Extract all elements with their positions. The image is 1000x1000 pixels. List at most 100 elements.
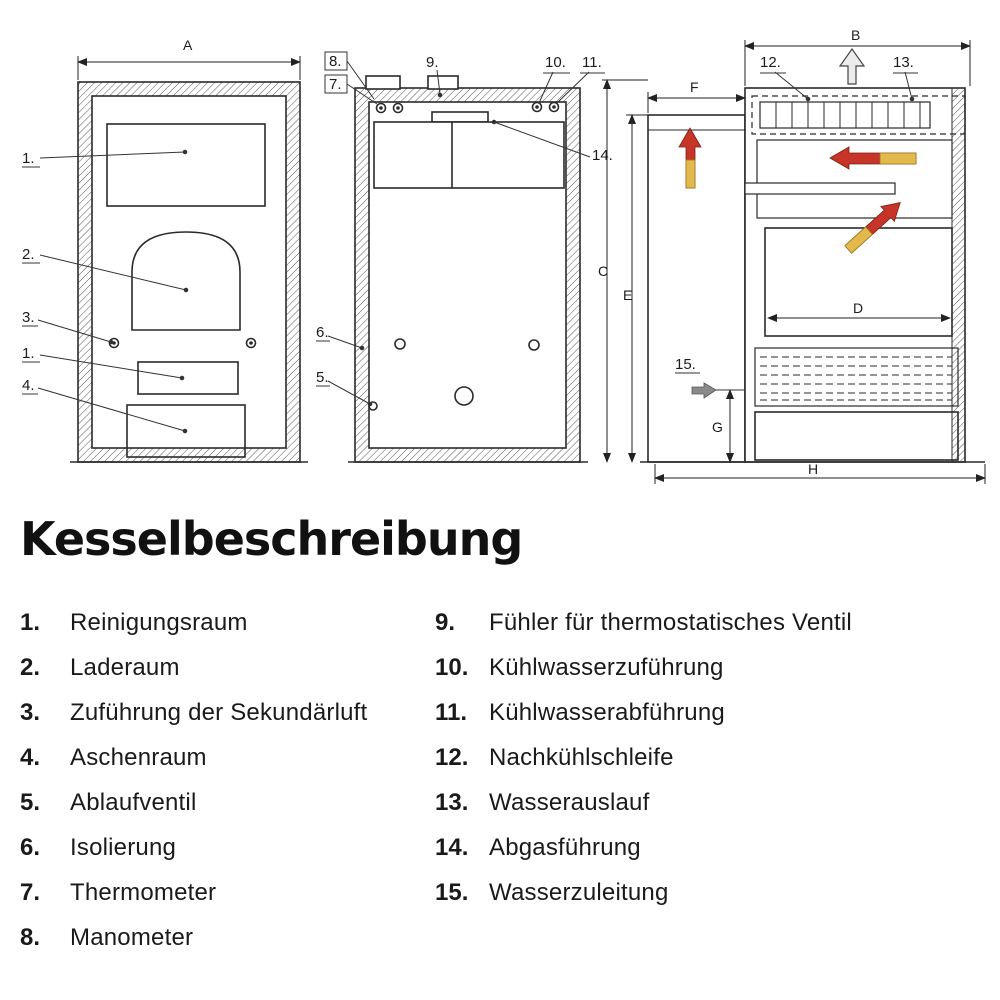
cooling-coil-frame [751,95,966,135]
legend-num: 2. [20,653,41,681]
dim-label-h: H [808,461,818,477]
legend-label: Reinigungsraum [70,608,248,636]
callout-5: 5. [316,369,329,386]
legend-num: 3. [20,698,41,726]
legend-item-14: 14. Abgasführung [435,825,1000,870]
front-inner-cavity [91,95,287,449]
cleaning-door [106,123,266,207]
legend-item-6: 6. Isolierung [20,825,435,870]
side-callout-leaders [316,51,605,407]
legend-item-9: 9. Fühler für thermostatisches Ventil [435,600,1000,645]
legend-label: Fühler für thermostatisches Ventil [489,608,852,636]
callout-10: 10. [545,54,566,71]
legend-num: 1. [20,608,41,636]
legend-item-1: 1. Reinigungsraum [20,600,435,645]
legend-num: 5. [20,788,41,816]
water-inlet-arrow [691,382,717,399]
combustion-chamber [764,227,953,337]
dim-label-b: B [851,27,860,43]
side-port-right [528,339,540,351]
legend-label: Kühlwasserzuführung [489,653,724,681]
secondary-air-screw-right [245,337,257,349]
dimension-a [77,56,301,80]
callout-8: 8. [329,53,342,70]
callout-11: 11. [582,54,602,71]
dimension-f [647,92,746,113]
callout-7: 7. [329,76,342,93]
legend-label: Isolierung [70,833,177,861]
legend-column-left: 1. Reinigungsraum 2. Laderaum 3. Zuführu… [0,600,435,960]
dim-label-e: E [623,287,632,303]
legend-num: 7. [20,878,41,906]
loading-door-arch [131,231,241,331]
callout-15: 15. [675,356,696,373]
dimension-e [626,114,648,463]
dimension-b [744,40,971,86]
legend-label: Ablaufventil [70,788,197,816]
callout-12: 12. [760,54,781,71]
legend-num: 6. [20,833,41,861]
baffle-plate [744,182,896,195]
flue-arrow-left-tail [879,152,917,165]
legend-item-2: 2. Laderaum [20,645,435,690]
technical-drawing: A 1. 2. 3. 1. 4. [22,27,986,484]
legend-label: Nachkühlschleife [489,743,674,771]
legend-item-7: 7. Thermometer [20,870,435,915]
legend-item-4: 4. Aschenraum [20,735,435,780]
upper-flue-chamber [756,139,953,219]
flame-arrow-diagonal-tail [844,226,873,254]
legend-num: 12. [435,743,469,771]
legend-num: 14. [435,833,469,861]
legend-label: Wasserauslauf [489,788,650,816]
dimension-h [654,464,986,484]
dim-label-c: C [598,263,608,279]
dim-label-g: G [712,419,723,435]
flue-connector [431,111,489,123]
legend-label: Kühlwasserabführung [489,698,725,726]
section-callout-leaders [675,71,918,391]
legend-item-8: 8. Manometer [20,915,435,960]
flame-arrow-up-tail [685,159,696,189]
callout-14: 14. [592,147,613,164]
chimney-out-arrow [838,47,866,85]
side-port-left [394,338,406,350]
legend-label: Wasserzuleitung [489,878,669,906]
callout-13: 13. [893,54,914,71]
legend-label: Zuführung der Sekundärluft [70,698,368,726]
ash-pan [754,411,959,461]
callout-4: 4. [22,377,35,394]
side-port-center [454,386,474,406]
legend: 1. Reinigungsraum 2. Laderaum 3. Zuführu… [0,600,1000,960]
legend-label: Abgasführung [489,833,641,861]
legend-item-12: 12. Nachkühlschleife [435,735,1000,780]
dimension-c [602,79,648,463]
front-callout-leaders [22,149,189,434]
side-view [348,75,588,463]
legend-label: Thermometer [70,878,217,906]
callout-3: 3. [22,309,35,326]
section-view [640,87,985,463]
legend-num: 11. [435,698,468,726]
legend-num: 8. [20,923,41,951]
legend-item-5: 5. Ablaufventil [20,780,435,825]
legend-label: Manometer [70,923,194,951]
cooling-coil [759,101,931,129]
front-view [70,81,308,463]
legend-item-11: 11. Kühlwasserabführung [435,690,1000,735]
sensor-pocket [427,75,459,90]
secondary-air-slot [137,361,239,395]
callout-1-top: 1. [22,150,35,167]
heat-exchanger-box [373,121,565,189]
dim-label-f: F [690,79,699,95]
callout-9: 9. [426,54,439,71]
flow-arrows [678,127,917,254]
legend-num: 9. [435,608,456,636]
legend-item-3: 3. Zuführung der Sekundärluft [20,690,435,735]
callout-1-bottom: 1. [22,345,35,362]
dim-label-d: D [853,300,863,316]
legend-num: 13. [435,788,469,816]
callout-6: 6. [316,324,329,341]
ash-door [126,404,246,458]
legend-num: 10. [435,653,469,681]
